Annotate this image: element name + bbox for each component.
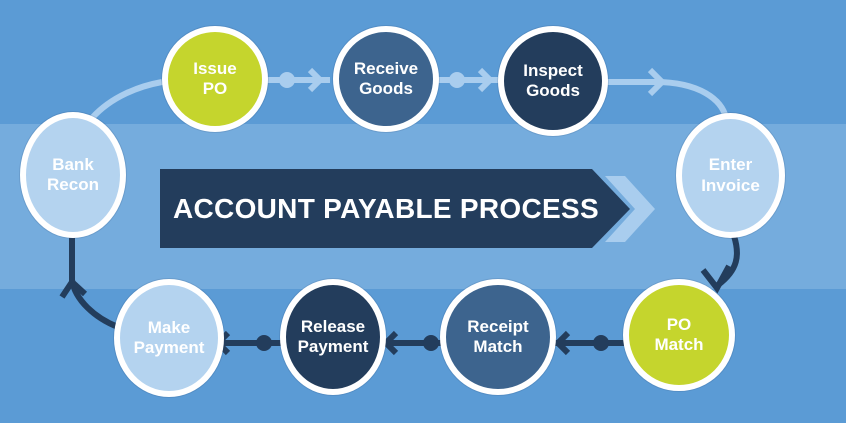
edge-arrowhead (59, 277, 88, 299)
node-label: Make Payment (133, 317, 205, 357)
edge-line (89, 79, 163, 121)
chevron-shape (605, 176, 655, 242)
edge-issue-po-to-receive-goods (266, 67, 330, 93)
node-release-payment: Release Payment (280, 279, 386, 395)
edge-dot (593, 335, 609, 351)
node-bank-recon: Bank Recon (20, 112, 126, 238)
edge-arrowhead (477, 67, 495, 93)
node-label: Enter Invoice (701, 155, 760, 195)
title-banner-shape (160, 169, 630, 248)
edge-enter-invoice-to-po-match (700, 235, 740, 294)
node-label: Receive Goods (353, 58, 419, 98)
node-enter-invoice: Enter Invoice (676, 113, 785, 238)
node-label: Bank Recon (47, 154, 99, 194)
edge-line (69, 238, 120, 330)
edge-dot (423, 335, 439, 351)
edge-arrowhead (553, 330, 571, 356)
edge-arrowhead (647, 67, 667, 97)
edge-make-payment-to-bank-recon (59, 238, 120, 330)
edge-bank-recon-to-issue-po (89, 79, 163, 121)
node-receipt-match: Receipt Match (440, 279, 556, 395)
node-label: PO Match (654, 314, 704, 354)
edge-receipt-match-to-release-payment (381, 330, 443, 356)
edge-inspect-goods-to-enter-invoice (606, 67, 729, 119)
edge-arrowhead (381, 330, 399, 356)
diagram-title: ACCOUNT PAYABLE PROCESS (173, 192, 599, 224)
title-banner (160, 169, 630, 248)
node-po-match: PO Match (623, 279, 735, 391)
edge-po-match-to-receipt-match (553, 330, 626, 356)
node-receive-goods: Receive Goods (333, 26, 439, 132)
edge-dot (449, 72, 465, 88)
node-label: Issue PO (193, 58, 237, 98)
edge-arrowhead (307, 67, 325, 93)
edge-dot (279, 72, 295, 88)
node-issue-po: Issue PO (162, 26, 268, 132)
edge-dot (256, 335, 272, 351)
node-label: Release Payment (297, 316, 369, 356)
node-label: Inspect Goods (523, 60, 583, 100)
edge-receive-goods-to-inspect-goods (437, 67, 498, 93)
node-inspect-goods: Inspect Goods (498, 26, 608, 136)
edge-arrowhead (700, 264, 732, 294)
edge-line (606, 79, 729, 119)
node-make-payment: Make Payment (114, 279, 224, 397)
node-label: Receipt Match (467, 316, 529, 356)
chevron-right-icon (605, 176, 655, 242)
